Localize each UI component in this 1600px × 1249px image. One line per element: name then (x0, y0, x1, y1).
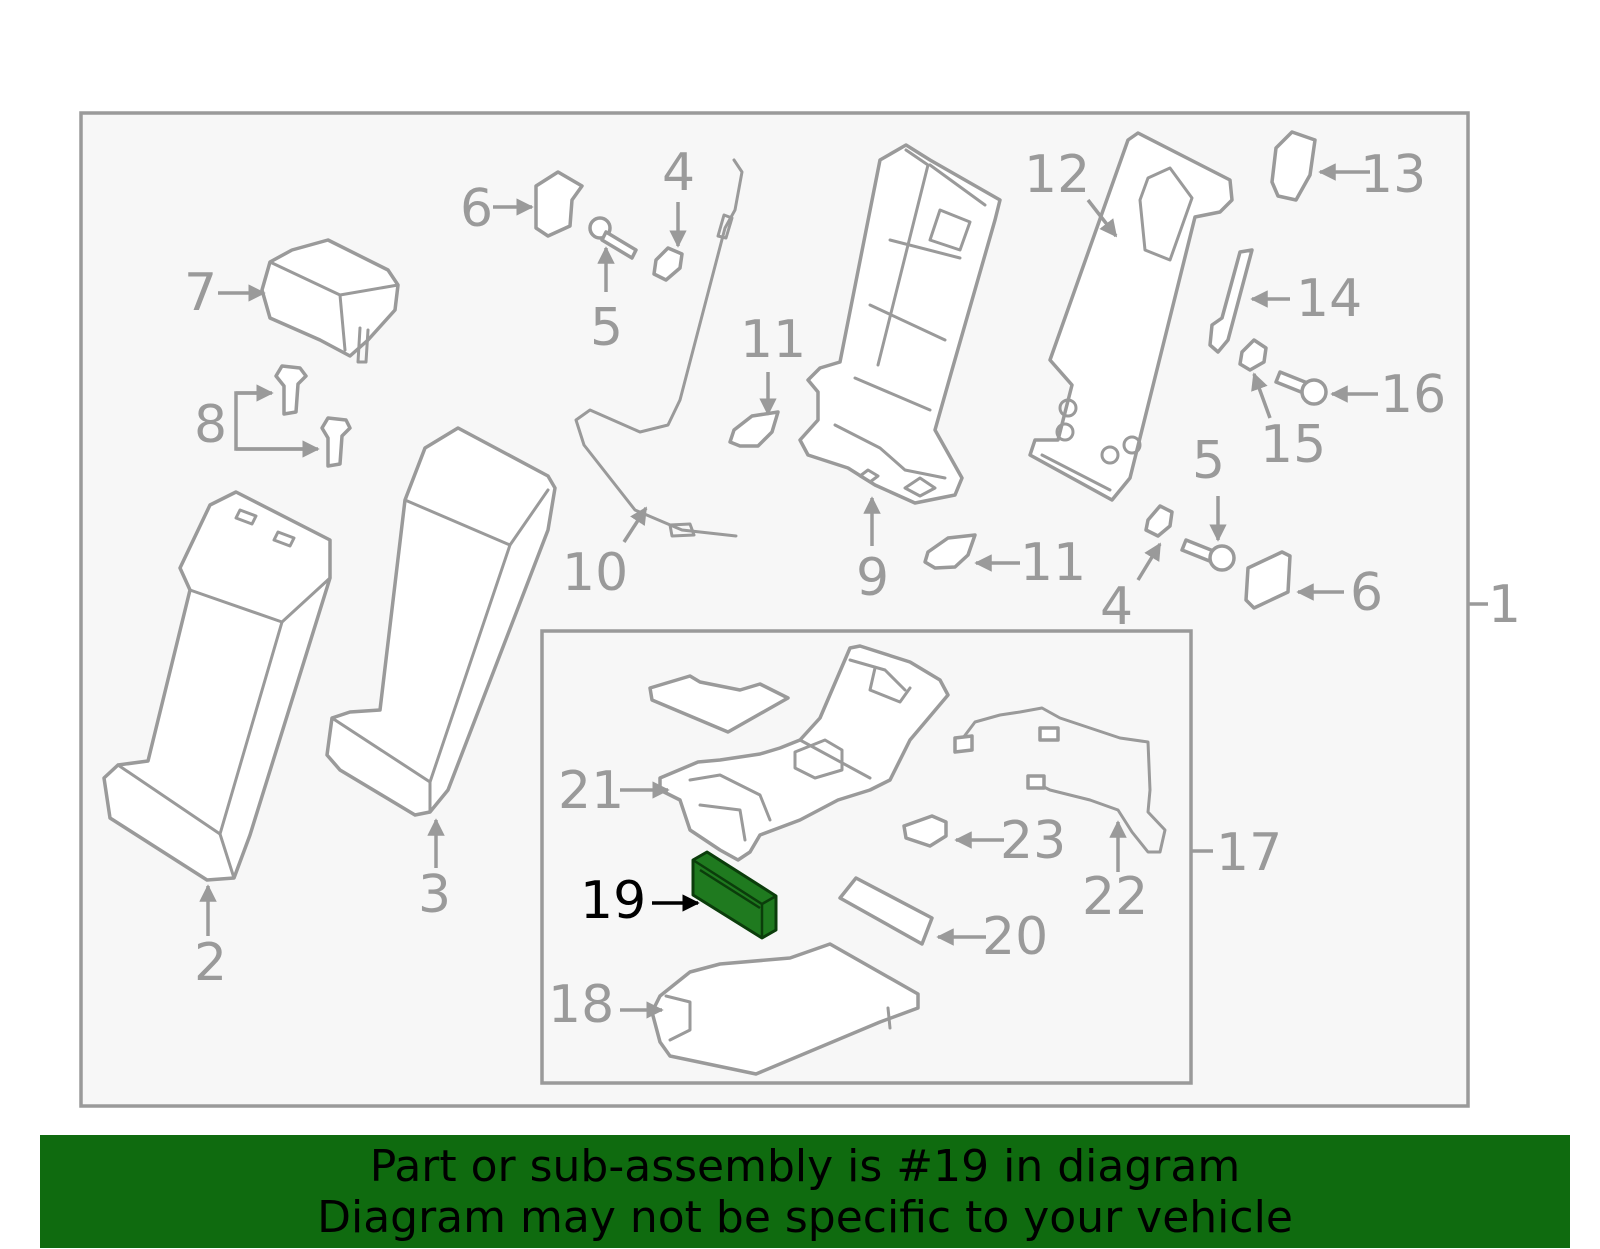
callout-3: 3 (418, 865, 451, 925)
callout-19: 19 (580, 871, 646, 931)
part-3-seat-back-cover (325, 426, 557, 817)
part-7-headrest (260, 238, 400, 364)
callout-7: 7 (184, 263, 217, 323)
part-16-bolt (1274, 370, 1328, 406)
part-14-trim-strip (1208, 248, 1254, 354)
part-4-washer-lower (1144, 504, 1174, 538)
part-2-seat-back-cover (102, 490, 332, 882)
part-4-washer-top (652, 246, 684, 282)
info-banner: Part or sub-assembly is #19 in diagram D… (40, 1135, 1570, 1248)
callout-6-top: 6 (460, 179, 493, 239)
callout-8: 8 (194, 395, 227, 455)
callout-14: 14 (1296, 269, 1362, 329)
part-23-connector (902, 814, 948, 848)
part-6-clip-lower (1244, 550, 1292, 610)
callout-22: 22 (1082, 867, 1148, 927)
callout-12: 12 (1024, 145, 1090, 205)
part-12-seat-back-panel (1028, 131, 1234, 502)
callout-6-lower: 6 (1350, 563, 1383, 623)
callout-16: 16 (1380, 365, 1446, 425)
part-21-console-base (658, 644, 950, 862)
part-11-cover-upper (728, 410, 780, 448)
callout-4-top: 4 (662, 143, 695, 203)
part-5-bolt-top (588, 216, 638, 260)
callout-9: 9 (856, 548, 889, 608)
part-11-cover-lower (923, 533, 977, 570)
part-8-headrest-guides (274, 364, 352, 468)
part-20-pad (838, 876, 934, 946)
callout-4-lower: 4 (1100, 577, 1133, 637)
callout-5-lower: 5 (1192, 431, 1225, 491)
callout-15: 15 (1260, 415, 1326, 475)
callout-1: 1 (1488, 575, 1521, 635)
callout-2: 2 (194, 933, 227, 993)
part-18-lower-panel (650, 942, 920, 1076)
callout-23: 23 (1000, 811, 1066, 871)
callout-11-upper: 11 (740, 310, 806, 370)
part-15-washer (1238, 338, 1268, 372)
part-22-wiring-harness (953, 706, 1167, 854)
banner-line-2: Diagram may not be specific to your vehi… (317, 1192, 1293, 1243)
part-5-bolt-lower (1180, 538, 1236, 572)
part-13-clip (1270, 130, 1317, 202)
callout-17: 17 (1216, 823, 1282, 883)
callout-10: 10 (562, 543, 628, 603)
part-6-clip-top (534, 170, 584, 238)
banner-line-1: Part or sub-assembly is #19 in diagram (369, 1141, 1241, 1192)
part-21-tray-lid (648, 674, 790, 734)
callout-13: 13 (1360, 145, 1426, 205)
callout-18: 18 (548, 975, 614, 1035)
callout-5-top: 5 (590, 298, 623, 358)
callout-20: 20 (982, 907, 1048, 967)
part-9-seat-frame (798, 143, 1002, 505)
callout-11-lower: 11 (1020, 533, 1086, 593)
callout-21: 21 (558, 761, 624, 821)
